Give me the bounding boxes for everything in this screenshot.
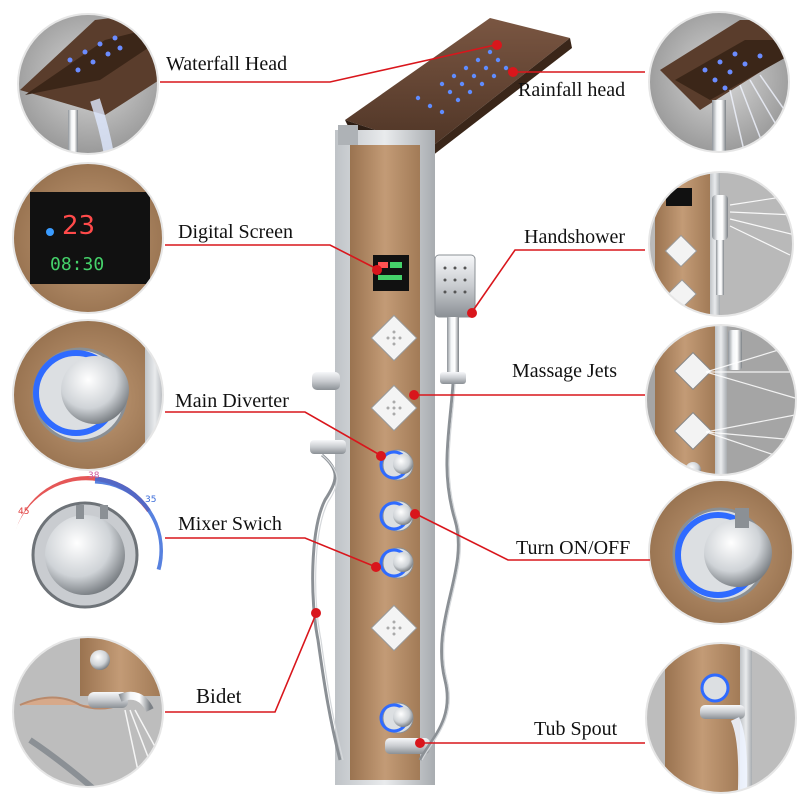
shower-panel [310,18,572,785]
main-diverter-photo [13,320,163,470]
callout-line-main-diverter [165,411,381,456]
panel-handshower [434,254,476,318]
scale-low: 45 [18,507,29,517]
mixer-switch-photo [13,476,163,626]
rainfall-head-photo [649,12,789,152]
digital-screen-photo: 23 08:30 [13,163,163,313]
callout-lines [160,44,650,744]
label-turn-on-off: Turn ON/OFF [516,537,631,559]
handshower-photo [649,172,793,316]
turn-on-off-photo [649,480,793,624]
callout-dots [311,40,518,748]
panel-knobs [379,449,414,734]
callout-line-digital-screen [165,244,376,269]
callout-line-mixer-switch [165,537,377,568]
waterfall-head-photo [18,14,158,154]
massage-jets-photo [646,325,796,475]
screen-temperature: 23 [62,211,95,241]
callout-line-waterfall-head [160,44,496,83]
label-massage-jets: Massage Jets [512,360,617,382]
panel-massage-jets [370,314,418,652]
callout-line-turn-on-off [415,513,650,561]
bidet-photo [13,637,163,787]
callout-line-handshower [471,249,645,313]
label-main-diverter: Main Diverter [175,390,289,412]
callout-line-bidet [165,613,317,713]
label-rainfall-head: Rainfall head [518,79,626,101]
label-handshower: Handshower [524,226,626,248]
screen-time: 08:30 [50,254,104,275]
scale-mid: 38 [88,471,100,481]
label-waterfall-head: Waterfall Head [166,53,288,75]
label-digital-screen: Digital Screen [178,221,293,243]
label-bidet: Bidet [196,684,242,708]
label-tub-spout: Tub Spout [534,718,618,740]
label-mixer-switch: Mixer Swich [178,513,282,535]
scale-high: 35 [145,495,156,505]
head-led-nozzles [415,49,509,115]
tub-spout-photo [646,643,796,793]
rainfall-head [345,18,570,148]
